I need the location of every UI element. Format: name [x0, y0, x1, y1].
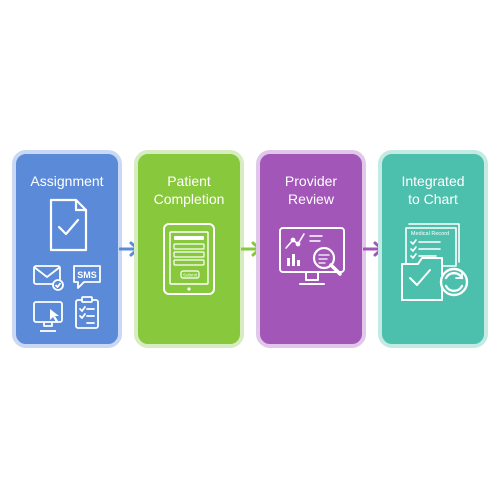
tablet-form-icon: Submit: [163, 223, 215, 295]
step-card-patient-completion: Patient Completion Submit: [134, 150, 244, 348]
step-title-assignment: Assignment: [16, 172, 118, 190]
medical-record-icon: Medical Record: [405, 223, 460, 267]
step-title-line1: Integrated: [401, 173, 465, 189]
step-title-patient-completion: Patient Completion: [138, 172, 240, 208]
step-title-line2: Review: [288, 191, 334, 207]
sms-bubble-icon: SMS: [73, 265, 101, 289]
submit-button-label: Submit: [183, 273, 198, 278]
monitor-chart-icon: [279, 227, 345, 285]
step-title-provider-review: Provider Review: [260, 172, 362, 208]
email-check-icon: [33, 265, 64, 291]
step-title-line1: Assignment: [30, 173, 104, 189]
provider-review-icons: [279, 227, 345, 285]
computer-cursor-icon: [33, 301, 63, 332]
magnifier-icon: [312, 246, 342, 276]
folder-check-icon: [401, 257, 443, 301]
step-title-line2: to Chart: [408, 191, 458, 207]
assignment-icons: SMS: [33, 198, 101, 332]
sms-label: SMS: [77, 270, 97, 280]
sync-icon: [439, 267, 469, 297]
integrated-icons: Medical Record: [401, 223, 469, 301]
step-card-provider-review: Provider Review: [256, 150, 366, 348]
medical-record-label: Medical Record: [411, 231, 449, 237]
step-card-integrated-to-chart: Integrated to Chart Medical Record: [378, 150, 488, 348]
step-title-line1: Provider: [284, 173, 338, 189]
step-card-assignment: Assignment SMS: [12, 150, 122, 348]
step-title-line1: Patient: [167, 173, 211, 189]
document-check-icon: [49, 198, 88, 252]
clipboard-checklist-icon: [75, 296, 99, 329]
step-title-integrated-to-chart: Integrated to Chart: [382, 172, 484, 208]
patient-completion-icons: Submit: [163, 223, 215, 295]
step-title-line2: Completion: [153, 191, 225, 207]
